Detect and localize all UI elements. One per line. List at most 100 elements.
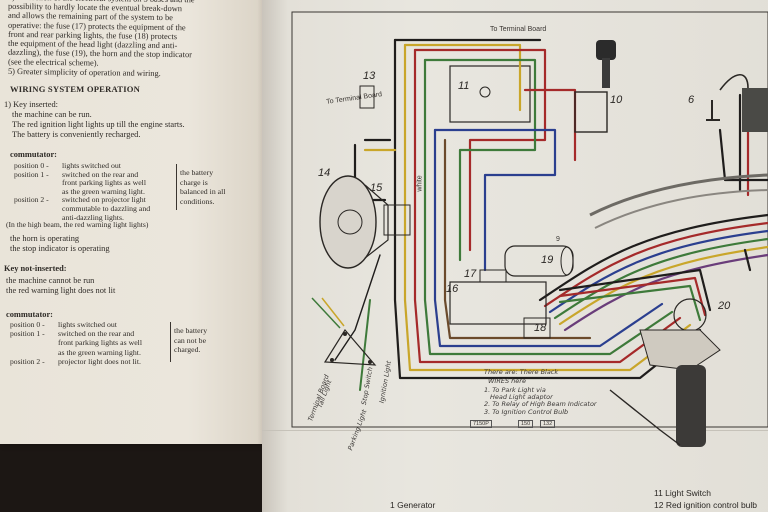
handwritten-note-line: 1. To Park Light via [484,386,546,394]
wire-brown-main [443,138,592,340]
battery-note-line: can not be [174,335,207,345]
component-number: 19 [541,254,554,266]
component-number: 10 [610,94,623,106]
section-heading: WIRING SYSTEM OPERATION [10,84,141,94]
key-inserted-line: The red ignition light lights up till th… [12,120,185,129]
commutator-2-brace [170,322,171,362]
stop-switch [359,85,375,109]
ignition-coil [742,88,768,132]
wire-blue-main [433,128,664,348]
legend-item-light-switch: 11 Light Switch [654,488,712,498]
wire-wedge-green [359,299,371,391]
wire-wedge-1 [334,254,381,361]
position-label: position 1 - [10,329,45,339]
fuse-18 [523,317,551,339]
to-terminal-board-label: To Terminal Board [490,26,547,33]
wedge-outline [323,328,377,366]
component-number: 6 [688,94,695,106]
position-label: position 0 - [10,320,45,329]
white-wire-label: white [416,175,424,192]
key-not-inserted-line: the red warning light does not lit [6,286,116,295]
position-text: switched on the rear and [58,329,135,339]
wire-earth [743,248,752,272]
position-text: projector light does not lit. [58,356,141,366]
page-fold [262,430,768,431]
wire-coil [718,128,768,182]
handwritten-note-line: 3. To Ignition Control Bulb [484,408,569,416]
frame-tube-2 [594,189,768,229]
handwritten-note-line: There are: There Black [484,368,559,376]
wire-switch-red [558,276,707,317]
earth-label: 9 [556,236,560,243]
position-text: as the green warning light. [62,186,145,196]
battery-note-line: charged. [174,345,201,354]
key-inserted-line: The battery is conveniently recharged. [12,130,141,139]
battery-note-line: balanced in all [180,187,226,196]
wire-right-black [538,213,768,302]
headlamp [319,175,377,269]
commutator-1-footer: (In the high beam, the red warning light… [6,220,149,229]
component-number: 17 [464,268,477,280]
wire-right-blue [548,229,768,314]
position-text: anti-dazzling lights. [62,212,124,222]
key-not-inserted-title: Key not-inserted: [4,264,67,273]
handwritten-note-line: WIRES here [488,377,526,385]
handle-grip [676,365,706,447]
headlamp-shell [364,184,389,259]
wire-right-yellow [558,245,768,326]
wedge-node-1 [330,358,334,362]
position-label: position 1 - [14,169,49,179]
wire-harness [334,38,768,391]
hv-lead [719,73,749,91]
position-label: position 2 - [14,195,49,205]
frame-tube-1 [589,173,768,217]
wire-switch-green [558,284,702,322]
wire-blue-upper [433,128,557,272]
key-not-inserted-line: the machine cannot be run [6,276,95,285]
key-blade [602,58,610,88]
legend-item-ignition-bulb: 12 Red ignition control bulb [654,500,758,510]
spark-plug [706,100,720,121]
component-number: 18 [534,322,547,334]
regulator-box [449,65,531,123]
component-number: 13 [363,70,376,82]
lever-body [639,329,721,371]
battery-note-line: the battery [180,168,214,177]
component-number: 20 [718,300,731,312]
component-number: 16 [446,283,459,295]
table-surface [0,440,290,512]
headlamp-bulb [337,209,363,235]
wire-red-top [413,48,547,252]
regulator-terminal [479,86,491,98]
wire-switch-black [558,268,712,312]
status-line: the horn is operating [10,234,80,243]
position-text: front parking lights as well [58,338,143,348]
key-inserted-line: the machine can be run. [12,110,92,119]
wire-yellow-top [403,43,522,112]
left-page: 4) Protection of the electrical system o… [0,0,268,444]
wire-green-top [423,58,537,262]
wedge-lead-green [311,297,341,329]
handwritten-note-line: Head Light adaptor [490,393,553,401]
battery-note-line: charge is [180,177,208,187]
wire-red-main [413,48,682,364]
wire-red-reg [523,88,577,162]
key-inserted-title: 1) Key inserted: [4,100,58,109]
position-label: position 0 - [14,161,49,170]
handwritten-note-line: 2. To Relay of High Beam Indicator [484,400,597,408]
wire-right-green [553,237,768,320]
position-text: as the green warning light. [58,347,141,357]
headlamp-connector-15 [383,204,411,236]
position-text: switched on the rear and [62,169,139,179]
position-label: position 2 - [10,356,45,366]
status-line: the stop indicator is operating [10,244,110,253]
ignition-switch [574,91,608,133]
position-text: commutable to dazzling and [62,204,151,213]
legend-item-generator: 1 Generator [390,500,436,510]
brake-lever [609,389,681,446]
stamp: 7150P [470,420,492,428]
position-text: front parking lights as well [62,178,147,188]
stamp: 132 [540,420,556,428]
